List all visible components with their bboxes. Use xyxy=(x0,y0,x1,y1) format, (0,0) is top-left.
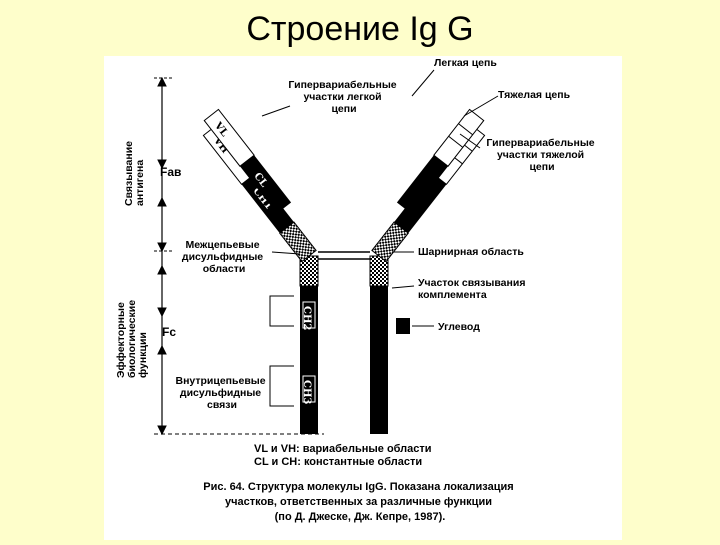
ch3-domain-label: CH3 xyxy=(301,380,312,404)
complement-label: Участок связывания комплемента xyxy=(418,277,528,301)
figure-caption: Рис. 64. Структура молекулы IgG. Показан… xyxy=(203,481,517,523)
slide-title: Строение Ig G xyxy=(246,10,474,48)
right-heavy-chain xyxy=(371,123,486,263)
ch2-domain-label: CH2 xyxy=(301,306,312,330)
effector-functions-label: Эффекторные биологические функции xyxy=(115,297,149,378)
hypervar-heavy-label: Гипервариабельные участки тяжелой цепи xyxy=(486,137,597,173)
interchain-disulfide-label: Межцепьевые дисульфидные области xyxy=(182,239,266,275)
igg-structure-figure: Связывание антигена Эффекторные биологич… xyxy=(104,56,622,540)
igg-diagram: Связывание антигена Эффекторные биологич… xyxy=(115,57,597,523)
intrachain-disulfide-label: Внутрицепьевые дисульфидные связи xyxy=(175,375,268,411)
light-chain-label: Легкая цепь xyxy=(434,57,497,69)
left-light-chain: VL CL xyxy=(203,108,292,214)
region-measure-line xyxy=(154,76,324,436)
fc-label: Fc xyxy=(162,325,176,339)
hinge-label: Шарнирная область xyxy=(418,246,524,258)
fc-region: CH2 CH3 xyxy=(299,251,389,434)
domain-legend: VL и VH: вариабельные области CL и CH: к… xyxy=(254,443,435,468)
hypervar-light-label: Гипервариабельные участки легкой цепи xyxy=(288,79,399,115)
carbohydrate-marker xyxy=(396,318,410,334)
right-light-chain xyxy=(396,108,485,214)
intrachain-bracket xyxy=(269,295,294,407)
carbohydrate-label: Углевод xyxy=(438,321,480,333)
heavy-chain-label: Тяжелая цепь xyxy=(498,89,571,101)
label-pointers xyxy=(261,69,499,327)
fab-label: Fав xyxy=(160,165,181,179)
antigen-binding-label: Связывание антигена xyxy=(123,138,146,206)
